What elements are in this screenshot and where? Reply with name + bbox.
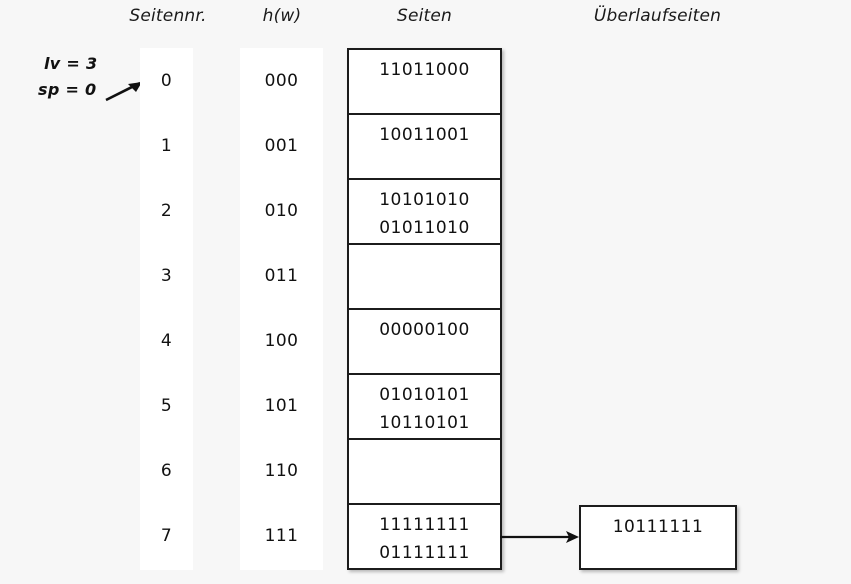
- page-entry: 10110101: [379, 413, 470, 433]
- page-entry: 11011000: [379, 60, 470, 80]
- hash-cell: 000: [264, 70, 299, 91]
- hash-cell: 110: [264, 460, 299, 481]
- annotation-sp: sp = 0: [38, 80, 97, 99]
- column-header-seiten: Seiten: [396, 6, 453, 26]
- hash-cell: 100: [264, 330, 299, 351]
- page-row: 00000100: [349, 310, 500, 375]
- seitennr-cell: 2: [160, 200, 173, 221]
- split-pointer-arrow-icon: [105, 81, 142, 102]
- hw-column-strip: [240, 48, 323, 570]
- overflow-page-box: 10111111: [579, 505, 737, 570]
- overflow-arrow-icon: [500, 531, 579, 543]
- pages-table: 11011000 10011001 10101010 01011010 0000…: [347, 48, 502, 570]
- seitennr-column-strip: [140, 48, 193, 570]
- page-row: 10101010 01011010: [349, 180, 500, 245]
- page-entry: 10011001: [379, 125, 470, 145]
- hash-cell: 011: [264, 265, 299, 286]
- page-row: 01010101 10110101: [349, 375, 500, 440]
- seitennr-cell: 1: [160, 135, 173, 156]
- seitennr-cell: 6: [160, 460, 173, 481]
- page-row: 11111111 01111111: [349, 505, 500, 570]
- hash-cell: 101: [264, 395, 299, 416]
- hash-cell: 111: [264, 525, 299, 546]
- page-row: 10011001: [349, 115, 500, 180]
- hash-cell: 001: [264, 135, 299, 156]
- column-header-ueberlaufseiten: Überlaufseiten: [593, 6, 722, 26]
- page-entry: 01111111: [379, 543, 470, 563]
- page-entry: 01010101: [379, 385, 470, 405]
- seitennr-cell: 3: [160, 265, 173, 286]
- annotation-lv: lv = 3: [44, 54, 98, 73]
- page-entry: 01011010: [379, 218, 470, 238]
- seitennr-cell: 4: [160, 330, 173, 351]
- column-header-seitennr: Seitennr.: [129, 6, 207, 26]
- page-entry: 11111111: [379, 515, 470, 535]
- seitennr-cell: 5: [160, 395, 173, 416]
- page-entry: 00000100: [379, 320, 470, 340]
- overflow-entry: 10111111: [612, 517, 704, 537]
- page-row: [349, 440, 500, 505]
- seitennr-cell: 0: [160, 70, 173, 91]
- page-row: 11011000: [349, 50, 500, 115]
- hash-cell: 010: [264, 200, 299, 221]
- seitennr-cell: 7: [160, 525, 173, 546]
- page-row: [349, 245, 500, 310]
- column-header-hw: h(w): [262, 6, 302, 26]
- page-entry: 10101010: [379, 190, 470, 210]
